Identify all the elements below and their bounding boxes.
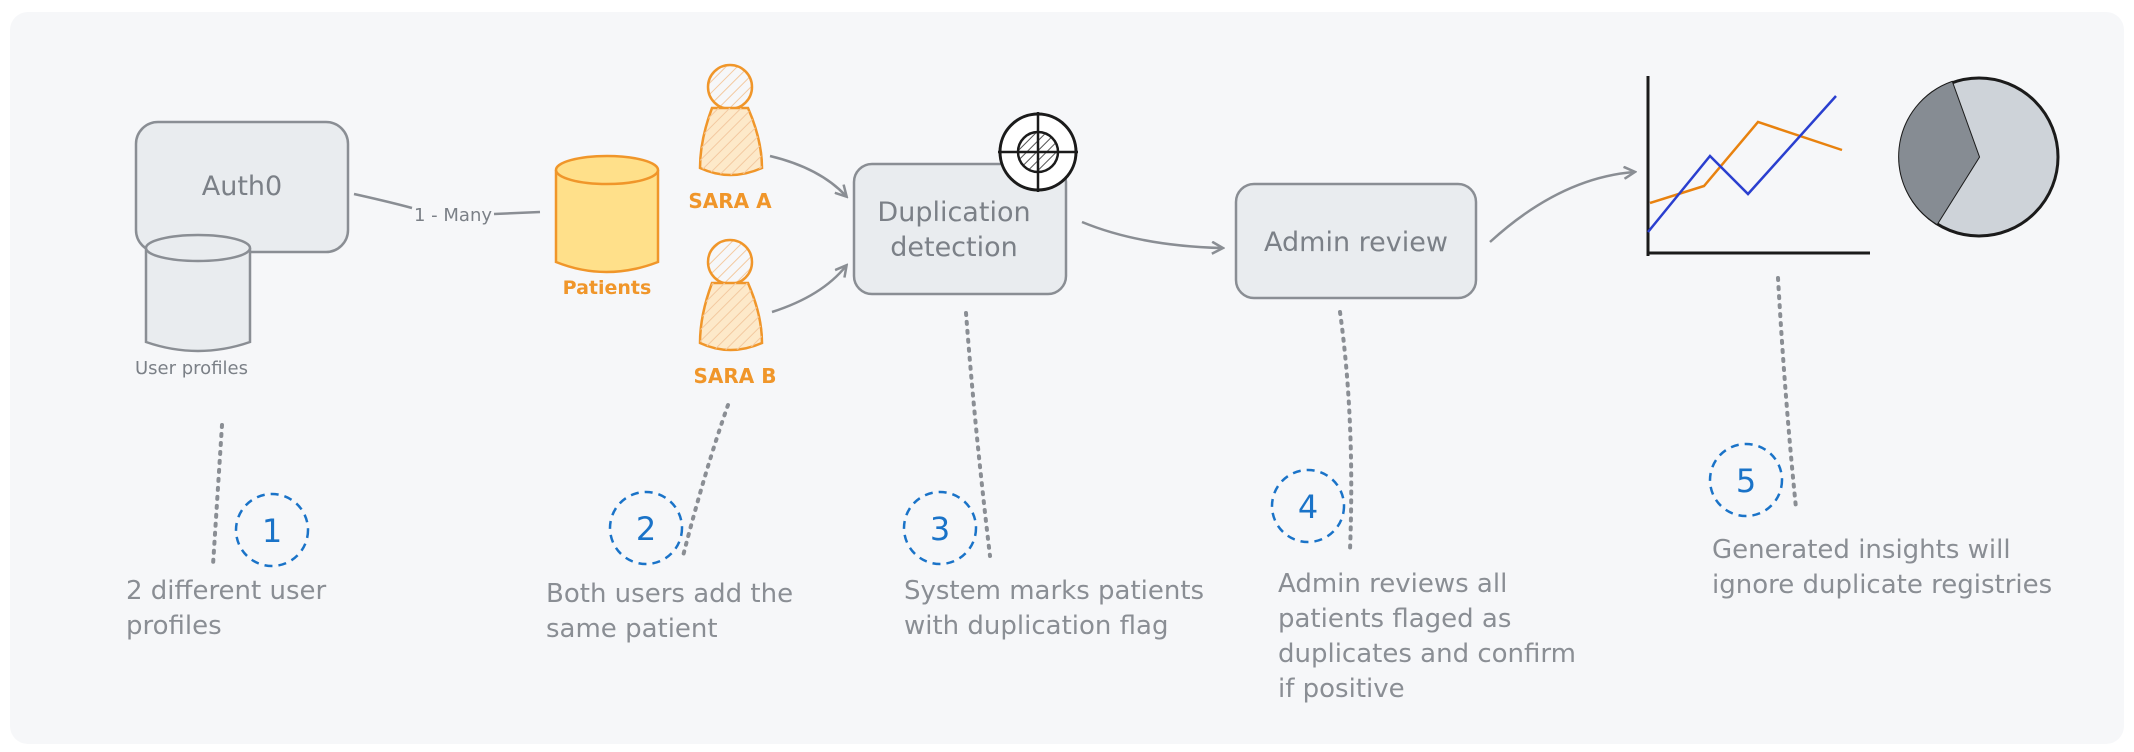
arrow-icon xyxy=(1489,172,1634,243)
step-5-line: Generated insights will xyxy=(1712,535,2011,565)
arrow-icon xyxy=(769,154,846,196)
line-chart-icon xyxy=(1646,76,1870,256)
arrow-icon xyxy=(1081,220,1222,248)
step-1-line: 2 different user xyxy=(126,576,327,606)
admin-review-box: Admin review xyxy=(1234,182,1478,300)
step-5-line: ignore duplicate registries xyxy=(1712,570,2052,600)
step-4-number: 4 xyxy=(1298,488,1318,526)
auth0-box: Auth0 xyxy=(134,120,350,254)
target-icon xyxy=(998,112,1078,192)
step-4-badge: 4 xyxy=(1270,468,1346,544)
step-4-description: Admin reviews all patients flaged as dup… xyxy=(1278,569,1576,704)
step-4-line: duplicates and confirm xyxy=(1278,639,1576,669)
step-1-badge: 1 xyxy=(234,492,310,568)
step-2-line: Both users add the xyxy=(546,579,793,609)
step-4-line: patients flaged as xyxy=(1278,604,1511,634)
step-1-description: 2 different user profiles xyxy=(126,576,327,641)
step-4-line: if positive xyxy=(1278,674,1405,704)
step-2-number: 2 xyxy=(636,510,656,548)
step-1-number: 1 xyxy=(262,512,282,550)
arrow-icon xyxy=(771,266,846,314)
step-3-number: 3 xyxy=(930,510,950,548)
patients-database-icon xyxy=(554,154,660,274)
step-3-line: System marks patients xyxy=(904,576,1204,606)
pie-chart-icon xyxy=(1898,76,2060,238)
relation-label: 1 - Many xyxy=(414,205,492,226)
user-a-label: SARA A xyxy=(688,189,772,213)
step-3-badge: 3 xyxy=(902,490,978,566)
admin-review-label: Admin review xyxy=(1264,227,1448,258)
step-4-line: Admin reviews all xyxy=(1278,569,1507,599)
user-b-label: SARA B xyxy=(694,364,777,388)
dotted-connectors xyxy=(211,276,1798,567)
auth0-label: Auth0 xyxy=(202,171,282,202)
step-5-number: 5 xyxy=(1736,462,1756,500)
detection-label-line2: detection xyxy=(890,232,1018,263)
step-5-badge: 5 xyxy=(1708,442,1784,518)
step-2-description: Both users add the same patient xyxy=(546,579,793,644)
user-a-icon xyxy=(698,63,764,177)
patients-label: Patients xyxy=(563,277,652,299)
relation-connector xyxy=(353,192,541,216)
duplication-detection-box: Duplication detection xyxy=(852,162,1068,296)
step-5-description: Generated insights will ignore duplicate… xyxy=(1712,535,2052,600)
step-1-line: profiles xyxy=(126,611,222,641)
step-3-description: System marks patients with duplication f… xyxy=(904,576,1204,641)
user-profiles-database-icon xyxy=(144,233,252,353)
detection-label-line1: Duplication xyxy=(877,197,1030,228)
step-2-badge: 2 xyxy=(608,490,684,566)
step-3-line: with duplication flag xyxy=(904,611,1168,641)
user-b-icon xyxy=(698,238,764,352)
user-profiles-label: User profiles xyxy=(135,358,248,379)
step-2-line: same patient xyxy=(546,614,718,644)
